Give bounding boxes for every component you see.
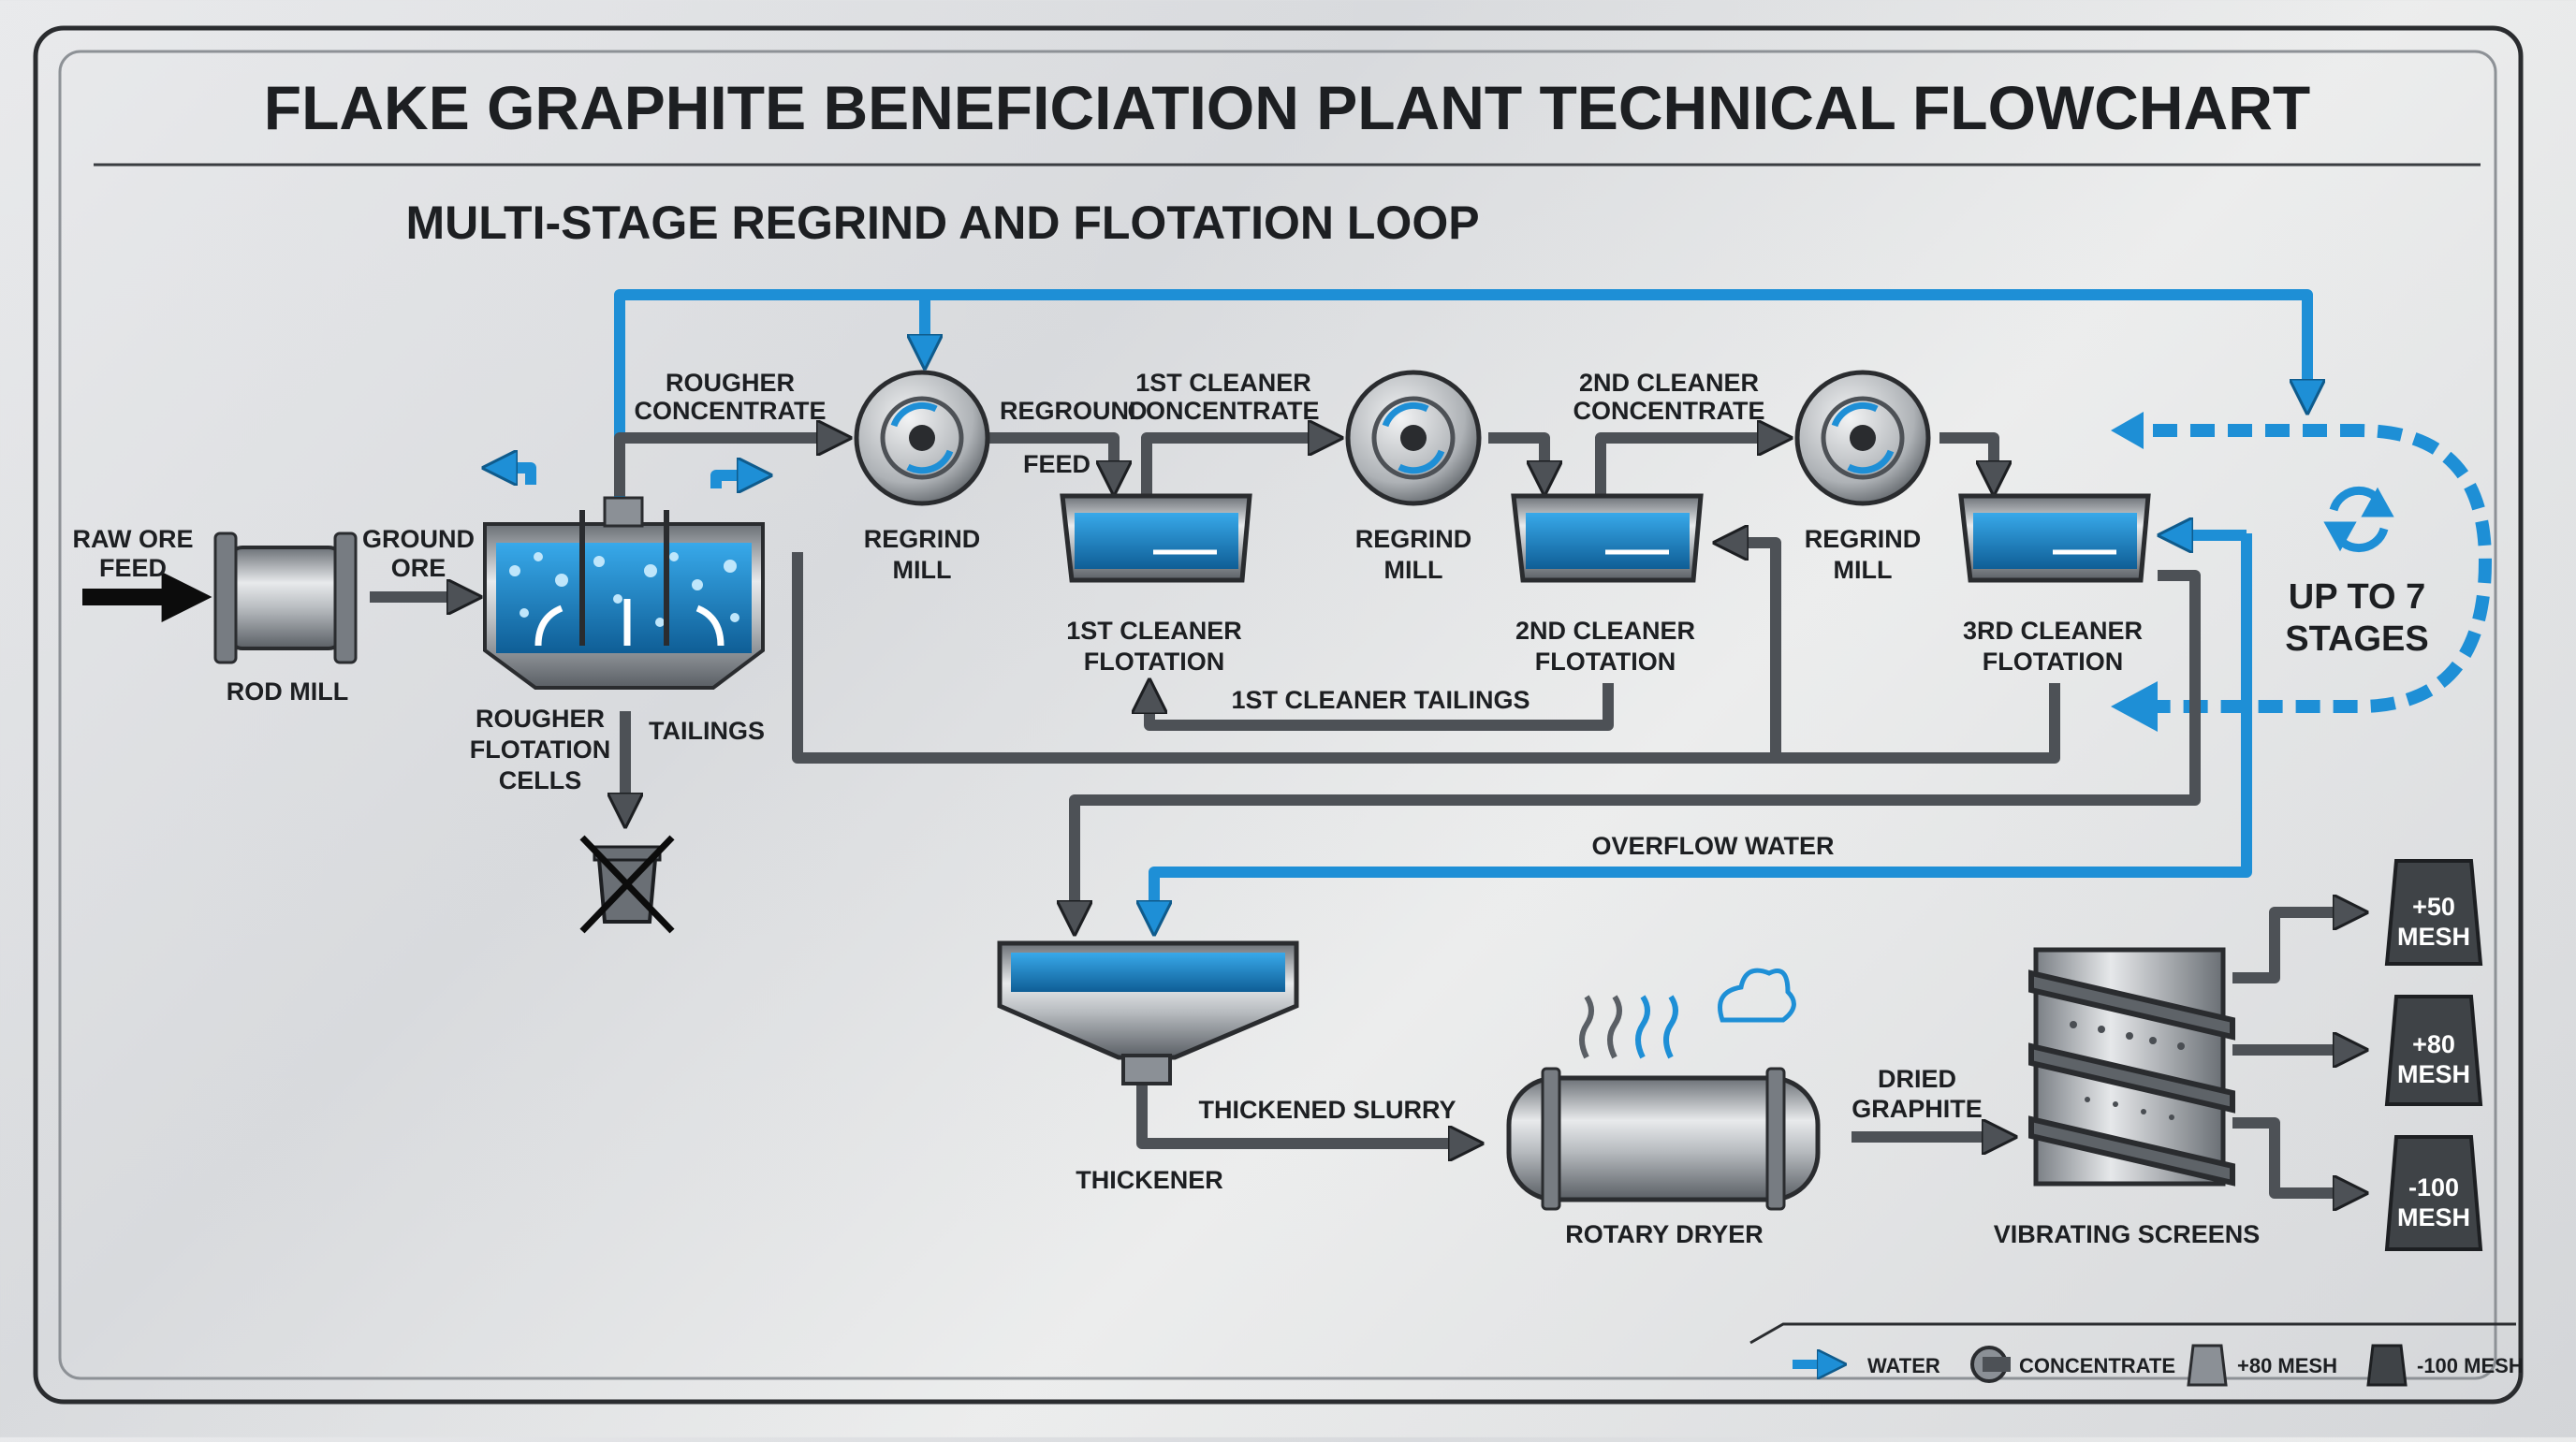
- tailings-label: TAILINGS: [649, 717, 765, 745]
- vibrating-screens: [2028, 947, 2235, 1187]
- svg-text:WATER: WATER: [1867, 1354, 1940, 1377]
- reground-feed-line-2: [1488, 432, 1544, 482]
- ground-ore-label: GROUND: [362, 525, 475, 553]
- concentrate-pipe-icon: [1970, 1346, 2011, 1383]
- reground-feed-line-1: [988, 432, 1114, 482]
- outer-frame: [33, 25, 2524, 1405]
- rougher-concentrate-line: [614, 438, 838, 496]
- reground-feed-line-3: [1939, 432, 1994, 482]
- inner-frame: [58, 50, 2497, 1380]
- page-title: FLAKE GRAPHITE BENEFICIATION PLANT TECHN…: [264, 73, 2310, 142]
- raw-ore-feed-label: RAW ORE: [72, 525, 193, 553]
- svg-text:-100: -100: [2408, 1173, 2459, 1202]
- svg-text:FLOTATION: FLOTATION: [470, 736, 610, 764]
- cleaner1-tailings-label: 1ST CLEANER TAILINGS: [1231, 686, 1530, 714]
- cleaner3-flotation-label: 3RD CLEANER: [1963, 617, 2143, 645]
- regrind-mill-1-label: REGRIND: [864, 525, 981, 553]
- svg-text:MILL: MILL: [893, 556, 952, 584]
- thickener-label: THICKENER: [1076, 1166, 1223, 1194]
- final-concentrate-line: [1075, 570, 2201, 922]
- rougher-vent-right: [710, 475, 758, 488]
- screen-out-50-line: [2232, 912, 2354, 983]
- overflow-water-label: OVERFLOW WATER: [1592, 832, 1835, 860]
- svg-text:FEED: FEED: [99, 554, 167, 582]
- tailings-return-line: [792, 552, 2060, 764]
- recycle-arrow-head-bottom: [2111, 681, 2158, 732]
- cycle-icon: [2323, 486, 2394, 553]
- svg-text:MILL: MILL: [1834, 556, 1893, 584]
- regrind-mill-1: [854, 370, 990, 506]
- svg-text:+80 MESH: +80 MESH: [2237, 1354, 2337, 1377]
- cleaner1-flotation-cell: [1060, 493, 1252, 583]
- water-return-line: [614, 289, 2307, 503]
- bag-100-mesh: -100 MESH: [2384, 1135, 2483, 1251]
- bag-50-mesh: +50 MESH: [2384, 859, 2483, 966]
- regrind-mill-2-label: REGRIND: [1355, 525, 1472, 553]
- rod-mill-label: ROD MILL: [227, 677, 348, 706]
- tailings-bin-icon: [579, 835, 675, 934]
- svg-text:MESH: MESH: [2397, 1060, 2470, 1088]
- svg-text:MILL: MILL: [1384, 556, 1443, 584]
- steam-icon: [1718, 968, 1796, 1023]
- svg-text:CONCENTRATE: CONCENTRATE: [1128, 397, 1320, 425]
- water-lines: [496, 289, 2307, 922]
- svg-text:FEED: FEED: [1023, 450, 1090, 478]
- dried-graphite-label: DRIED: [1878, 1065, 1956, 1093]
- legend: WATER CONCENTRATE +80 MESH -100 MESH: [1749, 1322, 2524, 1387]
- svg-text:FLOTATION: FLOTATION: [1983, 648, 2123, 676]
- cleaner2-flotation-cell: [1511, 493, 1704, 583]
- svg-text:+50: +50: [2412, 893, 2455, 921]
- overflow-water-line: [1154, 533, 2252, 922]
- bag-80-mesh: +80 MESH: [2384, 995, 2483, 1106]
- vibrating-screens-label: VIBRATING SCREENS: [1994, 1220, 2261, 1248]
- plus80-bag-icon: [2187, 1344, 2228, 1387]
- concentrate-lines: [370, 438, 2354, 1193]
- cleaner1-flotation-label: 1ST CLEANER: [1066, 617, 1242, 645]
- rougher-concentrate-label: ROUGHER: [666, 369, 795, 397]
- thickener: [997, 940, 1299, 1085]
- svg-text:+80: +80: [2412, 1030, 2455, 1058]
- page-subtitle: MULTI-STAGE REGRIND AND FLOTATION LOOP: [405, 197, 1479, 249]
- cleaner1-tailings-line: [1149, 683, 1614, 731]
- reground-feed-label: REGROUND: [1000, 397, 1148, 425]
- svg-text:CONCENTRATE: CONCENTRATE: [2019, 1354, 2175, 1377]
- screen-out-100-line: [2232, 1117, 2354, 1193]
- cleaner2-concentrate-line: [1595, 438, 1778, 496]
- svg-text:MESH: MESH: [2397, 1203, 2470, 1231]
- svg-text:CONCENTRATE: CONCENTRATE: [635, 397, 827, 425]
- stage-recycle-loop: [2153, 424, 2493, 713]
- regrind-mill-2: [1345, 370, 1482, 506]
- cleaner3-flotation-cell: [1958, 493, 2151, 583]
- thickened-slurry-label: THICKENED SLURRY: [1198, 1096, 1456, 1124]
- regrind-mill-3: [1794, 370, 1931, 506]
- cleaner2-flotation-label: 2ND CLEANER: [1515, 617, 1695, 645]
- minus100-bag-icon: [2366, 1344, 2408, 1387]
- svg-text:CONCENTRATE: CONCENTRATE: [1573, 397, 1765, 425]
- return-to-cleaner2-line: [1727, 543, 1781, 758]
- cleaner1-concentrate-label: 1ST CLEANER: [1135, 369, 1311, 397]
- dashed-recycle-path: [2153, 424, 2493, 713]
- svg-text:-100 MESH: -100 MESH: [2417, 1354, 2524, 1377]
- svg-text:CELLS: CELLS: [499, 766, 582, 794]
- cleaner2-concentrate-label: 2ND CLEANER: [1579, 369, 1759, 397]
- rougher-cells-label: ROUGHER: [476, 705, 605, 733]
- svg-text:GRAPHITE: GRAPHITE: [1852, 1095, 1983, 1123]
- svg-text:ORE: ORE: [391, 554, 446, 582]
- svg-text:FLOTATION: FLOTATION: [1535, 648, 1676, 676]
- svg-text:MESH: MESH: [2397, 923, 2470, 951]
- svg-text:STAGES: STAGES: [2285, 619, 2428, 659]
- cleaner1-concentrate-line: [1141, 438, 1329, 496]
- thickened-slurry-line: [1136, 1076, 1470, 1143]
- rougher-vent-left: [496, 468, 536, 485]
- rotary-dryer-label: ROTARY DRYER: [1565, 1220, 1764, 1248]
- rotary-dryer: [1506, 968, 1821, 1211]
- recycle-arrow-head-top: [2111, 412, 2144, 449]
- regrind-mill-3-label: REGRIND: [1805, 525, 1922, 553]
- up-to-stages-label: UP TO 7: [2289, 577, 2425, 617]
- rod-mill: [213, 532, 358, 664]
- rougher-flotation-cells: [483, 496, 765, 690]
- svg-text:FLOTATION: FLOTATION: [1084, 648, 1224, 676]
